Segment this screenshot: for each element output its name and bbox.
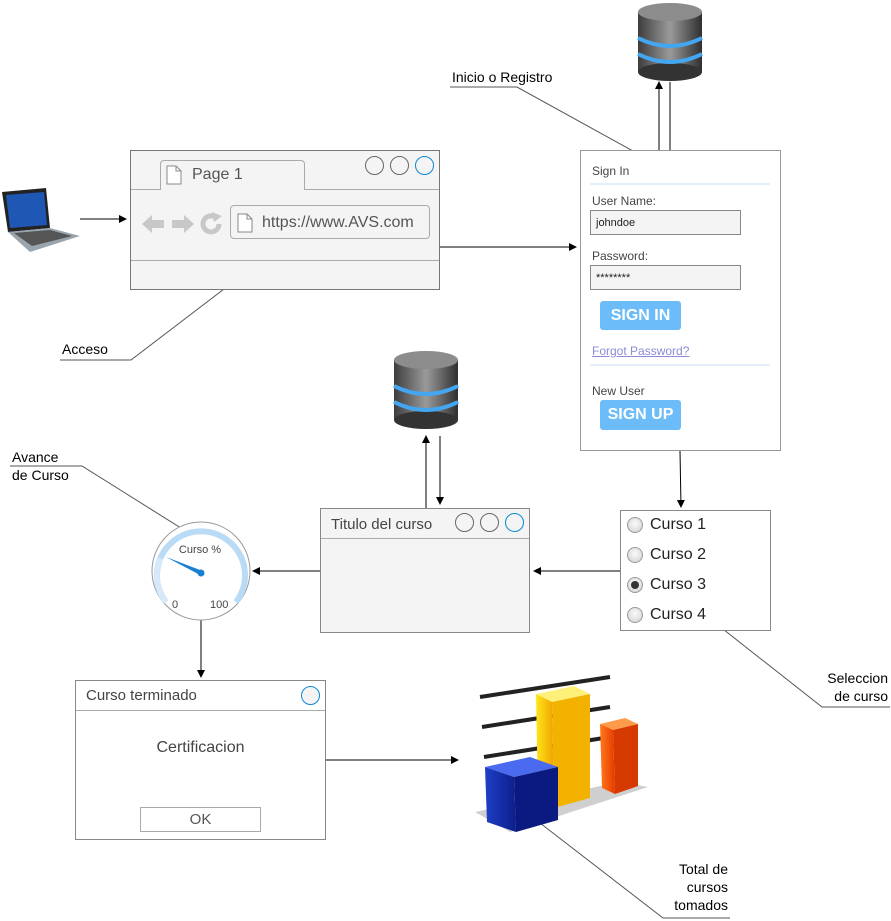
callout-total [539,822,730,919]
reload-icon [200,212,222,235]
url-page-icon [237,213,253,233]
database-icon-middle [393,351,459,429]
radio-curso-3[interactable] [627,577,643,593]
callout-seleccion [699,610,890,708]
minimize-icon[interactable] [455,513,474,532]
close-icon[interactable] [415,156,434,175]
sign-in-title: Sign In [592,164,630,178]
arrow-login-radio [676,450,685,508]
sign-in-button[interactable]: SIGN IN [600,301,681,330]
tab-title: Page 1 [192,166,243,183]
course-window-title: Titulo del curso [331,516,433,533]
progress-gauge [151,521,251,621]
page-icon [166,165,182,185]
browser-divider [131,260,439,261]
gauge-title: Curso % [178,544,222,556]
course-list [620,510,771,631]
close-icon[interactable] [301,686,320,705]
label-total: Total de cursos tomados [674,861,728,913]
gauge-max: 100 [210,599,229,611]
database-icon-top [637,3,703,81]
laptop-icon [2,188,80,252]
bar-chart-icon [475,675,648,832]
separator [590,364,770,366]
done-window-title: Curso terminado [86,687,197,704]
bar-orange [600,718,638,794]
minimize-icon[interactable] [365,156,384,175]
user-name-field[interactable]: johndoe [590,210,741,235]
forgot-password-link[interactable]: Forgot Password? [592,344,690,358]
label-inicio: Inicio o Registro [452,69,553,85]
forward-arrow-icon [172,215,194,233]
radio-label: Curso 1 [650,516,707,533]
maximize-icon[interactable] [480,513,499,532]
url-bar[interactable] [230,205,430,239]
gauge-needle-icon [166,557,205,577]
radio-label: Curso 2 [650,546,707,563]
sign-up-button[interactable]: SIGN UP [600,400,681,430]
label-avance: Avance de Curso [12,449,69,483]
back-arrow-icon [142,215,164,233]
nav-buttons [142,212,222,235]
certification-text: Certificacion [156,739,245,756]
radio-curso-2[interactable] [627,547,643,563]
done-window-divider [76,710,325,711]
maximize-icon[interactable] [390,156,409,175]
separator [590,183,770,185]
gauge-min: 0 [172,599,179,611]
user-name-label: User Name: [592,194,657,208]
bar-blue [485,757,558,832]
callout-avance [10,465,209,546]
url-text: https://www.AVS.com [262,214,414,231]
radio-curso-1[interactable] [627,517,643,533]
close-icon[interactable] [505,513,524,532]
label-acceso: Acceso [62,341,108,357]
new-user-label: New User [592,384,645,398]
radio-label: Curso 4 [650,606,707,623]
callout-inicio [450,86,652,162]
label-seleccion: Seleccion de curso [827,670,888,704]
callout-acceso [60,259,263,361]
browser-tab[interactable] [160,160,305,190]
radio-curso-4[interactable] [627,607,643,623]
ok-button[interactable]: OK [140,807,261,832]
radio-label: Curso 3 [650,576,707,593]
course-window-divider [321,538,529,539]
password-field[interactable]: ******** [590,265,741,290]
password-label: Password: [592,249,649,263]
